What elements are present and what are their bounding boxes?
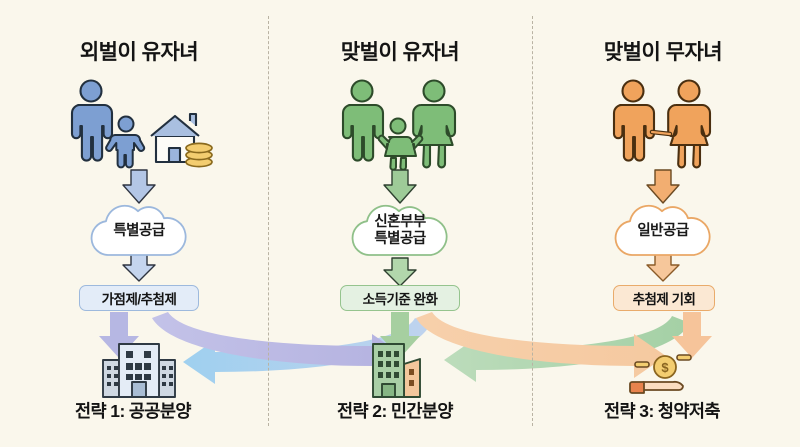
benefit-pill-1: 가점제/추첨제 [79, 285, 199, 311]
persona-icon-single-income-with-children [9, 78, 269, 170]
cloud-shape-green [351, 204, 448, 256]
private-apartment-building-icon [372, 343, 421, 398]
strategy-label-3: 전략 3: 청약저축 [604, 401, 720, 421]
column-divider-2 [532, 16, 533, 426]
column-title-1: 외벌이 유자녀 [79, 41, 199, 64]
supply-cloud-label-2-line1: 신혼부부 [374, 214, 426, 231]
arrow-down-persona-to-cloud-2 [383, 169, 417, 204]
benefit-pill-label-1: 가점제/추첨제 [101, 292, 177, 307]
arrow-down-cloud-to-benefit-2 [383, 257, 417, 287]
supply-cloud-2: 신혼부부 특별공급 [341, 203, 459, 261]
svg-text:$: $ [661, 360, 669, 375]
benefit-pill-label-2: 소득기준 완화 [362, 292, 438, 307]
couple-holding-hands-icon [612, 79, 712, 169]
supply-cloud-label-2-line2: 특별공급 [374, 231, 426, 247]
supply-cloud-label-3: 일반공급 [637, 222, 689, 239]
benefit-pill-3: 추첨제 기회 [613, 285, 715, 311]
benefit-pill-2: 소득기준 완화 [340, 285, 460, 311]
supply-cloud-1: 특별공급 [80, 203, 198, 261]
strategy-icon-3: $ [618, 344, 708, 402]
column-title-2: 맞벌이 유자녀 [340, 41, 460, 64]
family-of-three-icon [341, 79, 457, 170]
strategy-icon-1 [94, 340, 184, 398]
column-divider-1 [268, 16, 269, 426]
cloud-shape-blue [90, 204, 187, 256]
strategy-label-1: 전략 1: 공공분양 [75, 401, 191, 421]
public-apartment-building-icon [102, 343, 176, 398]
hand-holding-coin-icon: $ [629, 354, 692, 394]
parent-and-child-with-house-and-coins-icon [70, 79, 213, 169]
strategy-label-2: 전략 2: 민간분양 [337, 401, 453, 421]
supply-cloud-label-1: 특별공급 [113, 222, 165, 239]
arrow-down-persona-to-cloud-3 [646, 169, 680, 204]
persona-icon-dual-income-with-children [270, 78, 530, 170]
benefit-pill-label-3: 추첨제 기회 [632, 292, 696, 307]
strategy-icon-2 [355, 340, 445, 398]
persona-icon-dual-income-no-children [533, 78, 793, 170]
cloud-shape-orange [614, 204, 711, 256]
arrow-down-persona-to-cloud-1 [122, 169, 156, 204]
supply-cloud-label-2: 신혼부부 특별공급 [374, 214, 426, 249]
supply-cloud-3: 일반공급 [604, 203, 722, 261]
column-title-3: 맞벌이 무자녀 [603, 41, 723, 64]
